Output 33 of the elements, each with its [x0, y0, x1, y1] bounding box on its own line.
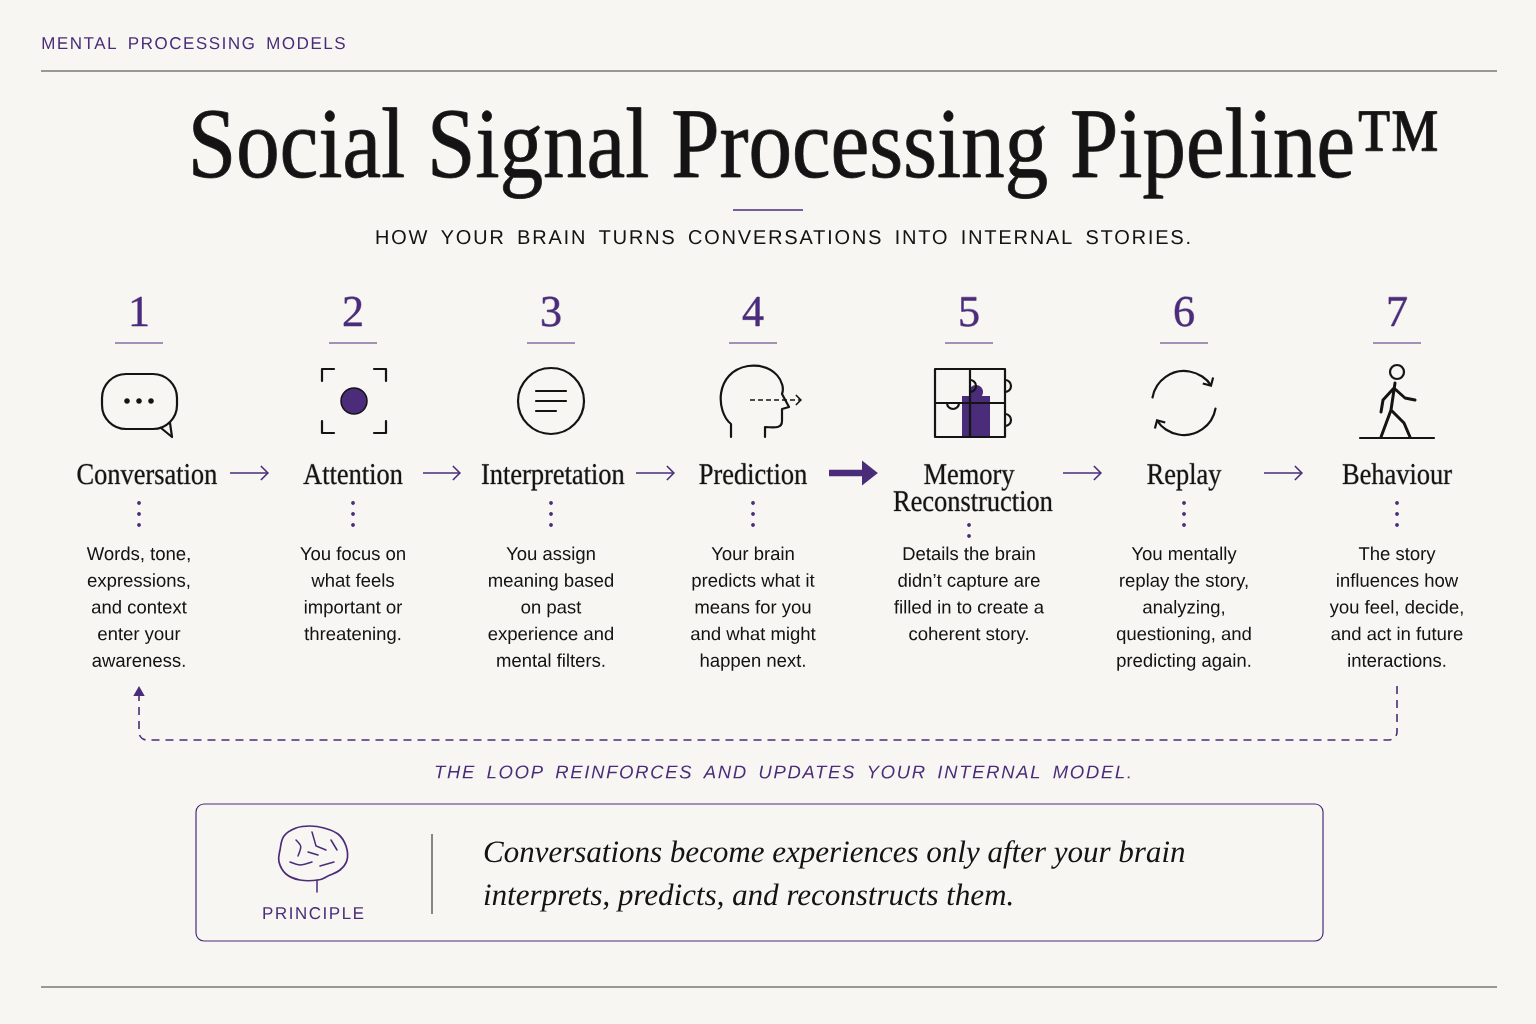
step-title: Replay — [1147, 463, 1222, 491]
step-title: Interpretation — [481, 464, 625, 491]
principle-box — [195, 803, 1324, 942]
step-title: Memory Reconstruction — [893, 464, 1053, 512]
arrow — [635, 465, 675, 481]
step-title: Attention — [303, 464, 403, 485]
step-number: 3 — [542, 296, 561, 327]
arrow — [229, 465, 269, 481]
step-description: Details the brain didn’t capture are filled in to create a coherent story. — [894, 546, 1045, 644]
step-description: You focus on what feels important or threatening. — [300, 546, 405, 644]
quote-text: Conversations become experiences only after your brain interprets, predicts, and reconstructs them. — [484, 840, 1185, 912]
arrow — [422, 465, 461, 481]
edge-label: THE LOOP REINFORCES AND UPDATES YOUR INTERNAL MODEL. — [432, 763, 1134, 781]
step-description: You mentally replay the story, analyzing, questioning, and predicting again. — [1116, 546, 1251, 671]
card-heading: PRINCIPLE — [263, 907, 364, 920]
header-label: MENTAL PROCESSING MODELS — [42, 37, 345, 50]
arrow — [1263, 465, 1303, 481]
step-description: Your brain predicts what it means for you and what might happen next. — [691, 546, 816, 671]
step-number: 7 — [1388, 297, 1407, 326]
step-number: 4 — [742, 297, 764, 326]
step-title: Behaviour — [1342, 463, 1452, 485]
step-description: The story influences how you feel, decide, and act in future interactions. — [1329, 546, 1463, 667]
arrow — [1062, 465, 1102, 481]
step-number: 6 — [1174, 296, 1194, 327]
step-title: Conversation — [77, 464, 217, 485]
step-number: 2 — [343, 296, 362, 326]
dashed-arrow — [133, 685, 1398, 741]
step-description: You assign meaning based on past experience and mental filters. — [488, 546, 614, 667]
step-description: Words, tone, expressions, and context enter your awareness. — [86, 546, 190, 667]
step-number: 5 — [960, 297, 979, 327]
subtitle: HOW YOUR BRAIN TURNS CONVERSATIONS INTO INTERNAL STORIES. — [376, 230, 1190, 245]
step-number: 1 — [131, 296, 148, 326]
step-title: Prediction — [699, 463, 807, 485]
